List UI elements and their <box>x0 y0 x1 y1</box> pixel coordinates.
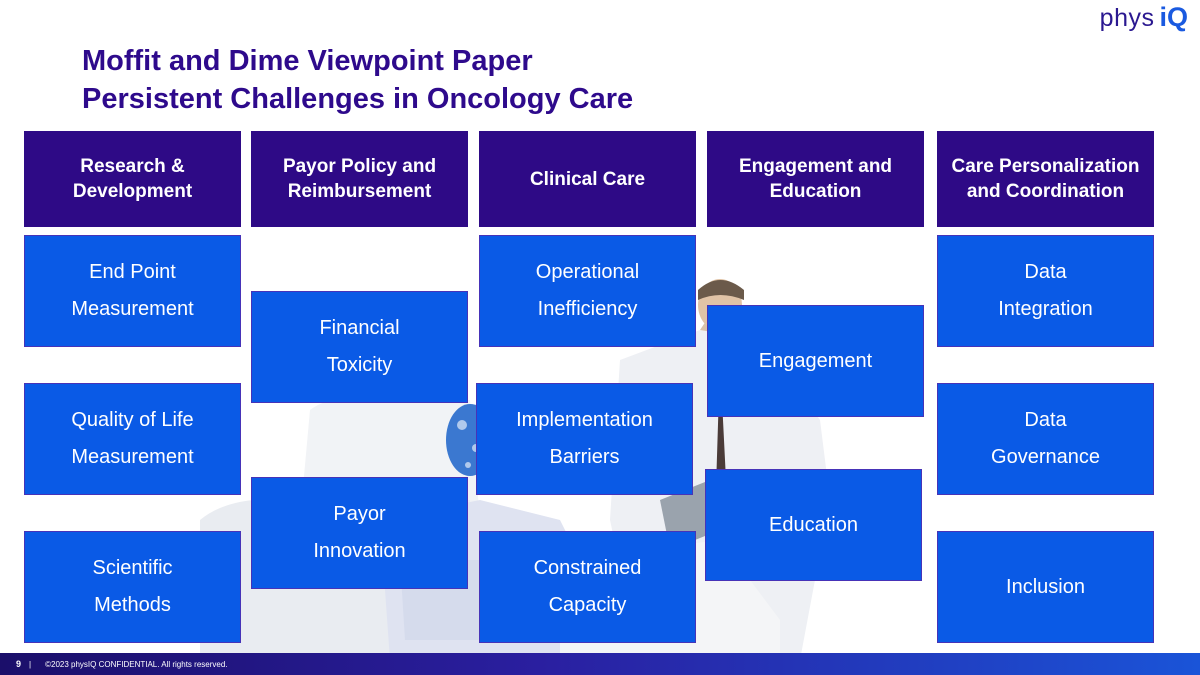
logo-text: phys <box>1099 4 1155 32</box>
box-line: Scientific <box>92 557 173 579</box>
header-payor-policy: Payor Policy and Reimbursement <box>251 131 468 227</box>
header-clinical-care: Clinical Care <box>479 131 696 227</box>
header-engagement-education: Engagement and Education <box>707 131 924 227</box>
box-quality-of-life-measurement: Quality of Life Measurement <box>24 383 241 495</box>
box-line: Measurement <box>71 446 194 468</box>
box-line: Financial <box>319 317 400 339</box>
footer-separator: | <box>29 659 32 669</box>
title-line-1: Moffit and Dime Viewpoint Paper <box>82 45 533 77</box>
box-operational-inefficiency: Operational Inefficiency <box>479 235 696 347</box>
header-research-development: Research & Development <box>24 131 241 227</box>
box-line: Payor <box>333 503 386 525</box>
box-inclusion: Inclusion <box>937 531 1154 643</box>
box-line: Innovation <box>313 540 406 562</box>
physiq-logo: phys iQ <box>1100 2 1188 38</box>
box-line: Inefficiency <box>537 298 638 320</box>
box-constrained-capacity: Constrained Capacity <box>479 531 696 643</box>
copyright-text: ©2023 physIQ CONFIDENTIAL. All rights re… <box>45 659 228 669</box>
logo-accent: iQ <box>1159 2 1188 32</box>
box-line: Education <box>769 513 858 536</box>
box-line: Inclusion <box>1006 575 1085 598</box>
box-line: Governance <box>991 446 1100 468</box>
box-line: End Point <box>89 261 176 283</box>
box-line: Integration <box>998 298 1093 320</box>
box-line: Data <box>1024 409 1067 431</box>
box-line: Operational <box>535 261 640 283</box>
box-line: Capacity <box>548 594 627 616</box>
box-line: Toxicity <box>326 354 393 376</box>
box-line: Constrained <box>533 557 642 579</box>
title-line-2: Persistent Challenges in Oncology Care <box>82 83 634 115</box>
page-number: 9 <box>16 659 22 669</box>
box-line: Data <box>1024 261 1067 283</box>
box-scientific-methods: Scientific Methods <box>24 531 241 643</box>
box-line: Engagement <box>758 349 873 372</box>
box-line: Measurement <box>71 298 194 320</box>
box-implementation-barriers: Implementation Barriers <box>476 383 693 495</box>
box-line: Methods <box>94 594 171 616</box>
slide-title: Moffit and Dime Viewpoint Paper Persiste… <box>82 42 633 118</box>
box-data-governance: Data Governance <box>937 383 1154 495</box>
box-line: Barriers <box>549 446 620 468</box>
box-education: Education <box>705 469 922 581</box>
box-data-integration: Data Integration <box>937 235 1154 347</box>
box-line: Quality of Life <box>71 409 194 431</box>
header-care-personalization: Care Personalization and Coordination <box>937 131 1154 227</box>
box-financial-toxicity: Financial Toxicity <box>251 291 468 403</box>
slide-footer: 9 | ©2023 physIQ CONFIDENTIAL. All right… <box>0 653 1200 675</box>
box-line: Implementation <box>516 409 653 431</box>
box-end-point-measurement: End Point Measurement <box>24 235 241 347</box>
box-payor-innovation: Payor Innovation <box>251 477 468 589</box>
box-engagement: Engagement <box>707 305 924 417</box>
